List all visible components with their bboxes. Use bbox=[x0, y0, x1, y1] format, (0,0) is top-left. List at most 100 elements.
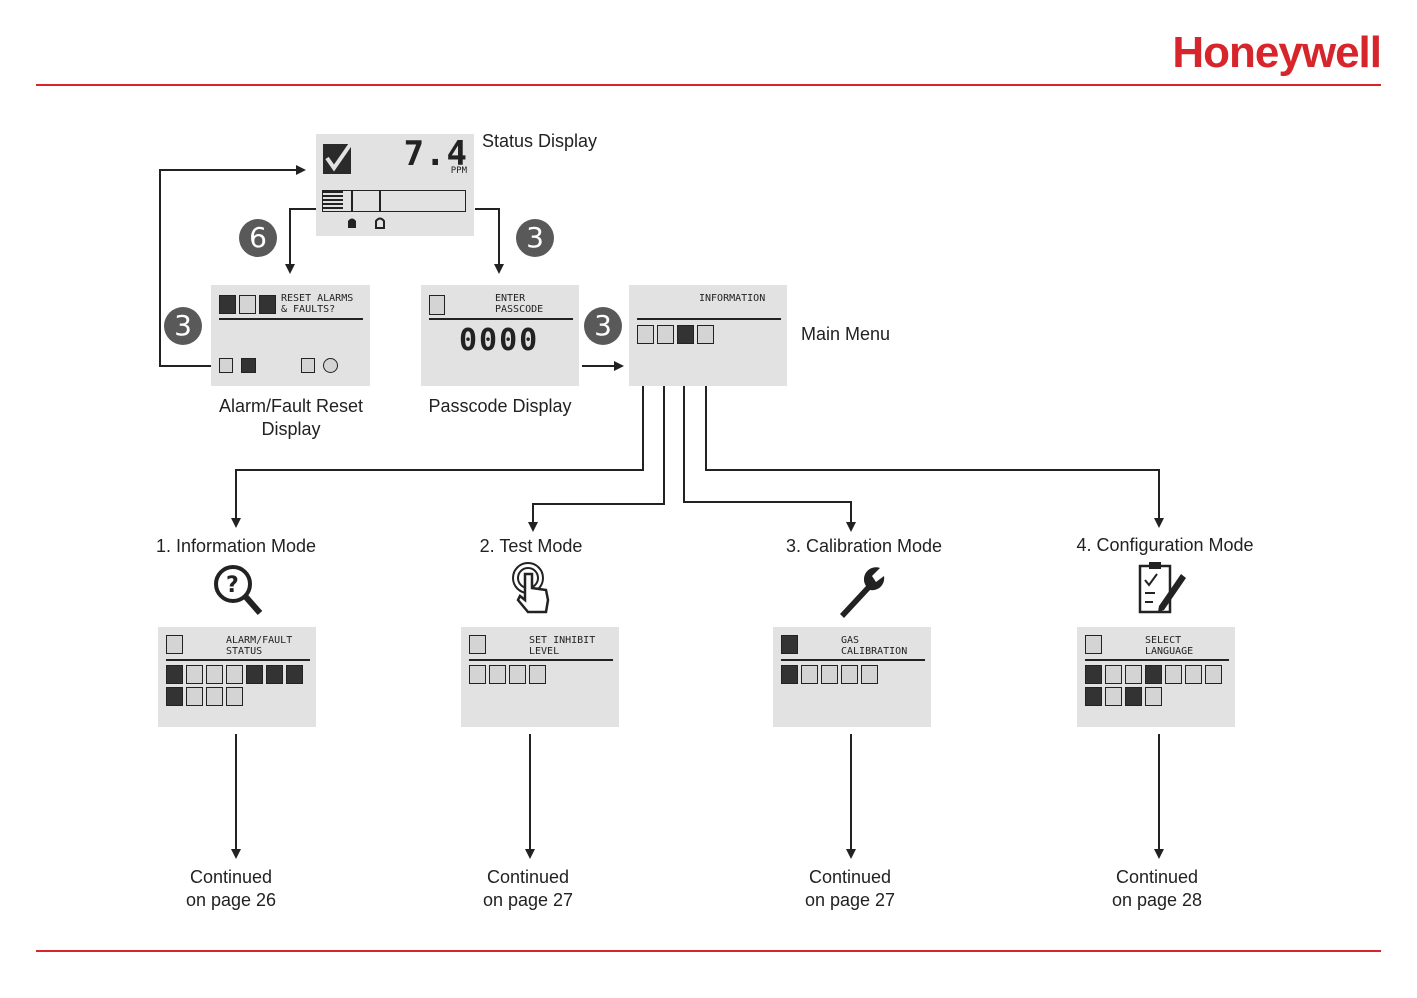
submenu-icon bbox=[1165, 665, 1182, 684]
calibration-menu-icon bbox=[677, 325, 694, 344]
step-badge-return: 3 bbox=[164, 307, 202, 345]
submenu-icon bbox=[206, 687, 223, 706]
test-mode-title: 2. Test Mode bbox=[479, 536, 583, 556]
configuration-continued-line2: on page 28 bbox=[1111, 890, 1203, 910]
status-display-label: Status Display bbox=[482, 131, 598, 151]
main-menu-screen: INFORMATION bbox=[629, 285, 787, 386]
information-screen-rule bbox=[166, 659, 310, 661]
wrench-icon bbox=[840, 567, 885, 618]
test-continued-line1: Continued bbox=[486, 867, 570, 887]
alarm-reset-header-line1: RESET ALARMS bbox=[281, 293, 354, 304]
submenu-icon bbox=[166, 687, 183, 706]
arrow-alarm-to-status bbox=[159, 165, 306, 367]
arrow-status-to-passcode bbox=[475, 208, 504, 274]
alarm1-marker bbox=[351, 191, 353, 211]
magnifier-question-icon: ? bbox=[214, 565, 263, 615]
submenu-icon bbox=[1185, 665, 1202, 684]
configuration-continued: Continued on page 28 bbox=[1077, 866, 1237, 912]
calibration-screen-line2: CALIBRATION bbox=[841, 646, 908, 657]
step-badge-alarm: 6 bbox=[239, 219, 277, 257]
submenu-icon bbox=[1205, 665, 1222, 684]
test-continued-line2: on page 27 bbox=[482, 890, 574, 910]
finger-press-icon bbox=[512, 562, 550, 614]
submenu-icon bbox=[1145, 665, 1162, 684]
information-mode-title: 1. Information Mode bbox=[155, 536, 317, 556]
passcode-header-line1: ENTER bbox=[495, 293, 526, 304]
alarm2-marker bbox=[379, 191, 381, 211]
submenu-icon bbox=[1085, 665, 1102, 684]
test-screen-icon bbox=[469, 635, 486, 654]
passcode-digits: 0000 bbox=[459, 323, 540, 358]
configuration-menu-icon bbox=[697, 325, 714, 344]
information-screen-line2: STATUS bbox=[226, 646, 263, 657]
main-menu-header-rule bbox=[637, 318, 781, 320]
submenu-icon bbox=[226, 665, 243, 684]
alarm2-bell-icon bbox=[375, 217, 385, 229]
configuration-mode-title: 4. Configuration Mode bbox=[1076, 535, 1254, 555]
configuration-screen-rule bbox=[1085, 659, 1229, 661]
arrow-menu-to-test bbox=[528, 344, 665, 532]
submenu-icon bbox=[529, 665, 546, 684]
configuration-screen-icon bbox=[1085, 635, 1102, 654]
submenu-icon bbox=[469, 665, 486, 684]
status-display-screen: 7.4 PPM bbox=[316, 134, 474, 236]
calibration-screen-icon bbox=[781, 635, 798, 654]
submenu-icon bbox=[1125, 665, 1142, 684]
fault-icon bbox=[259, 295, 276, 314]
alarm-reset-header-rule bbox=[219, 318, 363, 320]
calibration-screen-line1: GAS bbox=[841, 635, 860, 646]
calibration-continued-line2: on page 27 bbox=[804, 890, 896, 910]
lock-icon bbox=[429, 295, 445, 315]
reset-arrow-icon bbox=[239, 295, 256, 314]
submenu-icon bbox=[266, 665, 283, 684]
honeywell-logo: Honeywell bbox=[1172, 28, 1382, 77]
alarm-reset-label: Alarm/Fault Reset Display bbox=[218, 396, 364, 439]
check-status-icon bbox=[323, 140, 354, 174]
arrow-menu-to-calib bbox=[683, 344, 856, 532]
bottom-rule bbox=[36, 950, 1381, 952]
arrow-menu-to-info bbox=[231, 344, 644, 528]
submenu-icon bbox=[186, 665, 203, 684]
test-menu-icon bbox=[657, 325, 674, 344]
information-continued-line1: Continued bbox=[189, 867, 273, 887]
test-mode-screen: SET INHIBIT LEVEL bbox=[461, 627, 619, 727]
gas-level-bargraph bbox=[322, 190, 466, 212]
calibration-mode-screen: GAS CALIBRATION bbox=[773, 627, 931, 727]
confirm-check-icon bbox=[241, 358, 256, 373]
submenu-icon bbox=[509, 665, 526, 684]
submenu-icon bbox=[821, 665, 838, 684]
submenu-icon bbox=[781, 665, 798, 684]
submenu-icon bbox=[1105, 687, 1122, 706]
svg-text:?: ? bbox=[226, 573, 239, 598]
submenu-icon bbox=[801, 665, 818, 684]
calibration-screen-rule bbox=[781, 659, 925, 661]
step-badge-passcode: 3 bbox=[516, 219, 554, 257]
submenu-icon bbox=[1145, 687, 1162, 706]
cancel-circle-icon bbox=[323, 358, 338, 373]
submenu-icon bbox=[286, 665, 303, 684]
calibration-continued: Continued on page 27 bbox=[770, 866, 930, 912]
main-menu-header: INFORMATION bbox=[699, 293, 766, 304]
gas-reading-unit: PPM bbox=[450, 166, 467, 176]
submenu-icon bbox=[166, 665, 183, 684]
arrow-menu-to-config bbox=[705, 344, 1164, 528]
submenu-icon bbox=[1105, 665, 1122, 684]
alarm-reset-header-line2: & FAULTS? bbox=[281, 304, 336, 315]
submenu-icon bbox=[861, 665, 878, 684]
submenu-icon bbox=[246, 665, 263, 684]
gas-reading-value: 7.4 bbox=[403, 134, 468, 174]
configuration-screen-line1: SELECT bbox=[1145, 635, 1182, 646]
cancel-key-icon bbox=[301, 358, 315, 373]
alarm-reset-screen: RESET ALARMS & FAULTS? bbox=[211, 285, 370, 386]
test-screen-line1: SET INHIBIT bbox=[529, 635, 596, 646]
passcode-label: Passcode Display bbox=[428, 396, 572, 416]
arrow-status-to-alarm bbox=[285, 208, 316, 274]
submenu-icon bbox=[186, 687, 203, 706]
configuration-mode-screen: SELECT LANGUAGE bbox=[1077, 627, 1235, 727]
calibration-mode-title: 3. Calibration Mode bbox=[785, 536, 943, 556]
configuration-continued-line1: Continued bbox=[1115, 867, 1199, 887]
passcode-header-rule bbox=[429, 318, 573, 320]
submenu-icon bbox=[489, 665, 506, 684]
test-screen-rule bbox=[469, 659, 613, 661]
